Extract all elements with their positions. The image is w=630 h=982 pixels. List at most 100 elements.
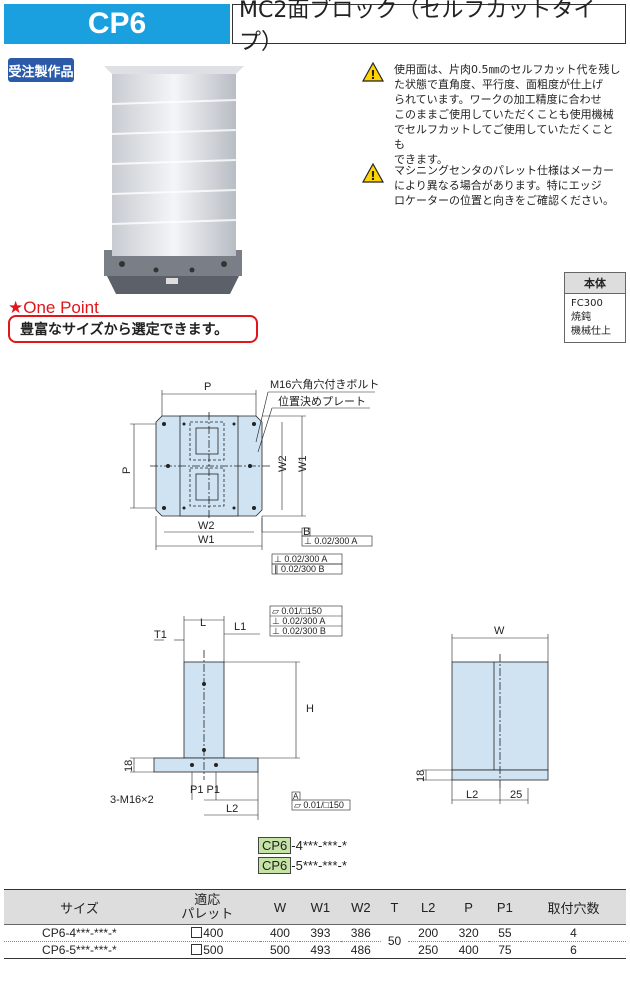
dim-w1-bottom: W1 [198, 534, 215, 546]
front-view-drawing: ▱ 0.01/□150 ⊥ 0.02/300 A ⊥ 0.02/300 B L … [110, 605, 351, 820]
datum-a: A [293, 792, 299, 801]
cell-pallet: 400 [154, 924, 260, 942]
cell: 200 [407, 924, 449, 942]
note-line: このままご使用していただくことも使用機械 [394, 108, 614, 121]
cell: 400 [203, 925, 224, 940]
dim-t1: T1 [154, 629, 167, 641]
caution-icon: ! [362, 62, 384, 82]
tolerance: ⊥ 0.02/300 A [274, 554, 327, 564]
model-prefix: CP6 [258, 837, 292, 854]
note-line: でセルフカットしてご使用していただくことも [394, 123, 614, 151]
material-line: FC300 [571, 298, 603, 309]
col-p: P [448, 889, 489, 925]
dim-p1: P1 P1 [190, 784, 220, 796]
cell: 320 [448, 924, 489, 942]
dim-25: 25 [510, 789, 522, 801]
cell: 486 [340, 941, 382, 959]
dim-l1: L1 [234, 621, 246, 633]
square-icon [191, 943, 203, 955]
one-point-text: 豊富なサイズから選定できます。 [8, 315, 258, 343]
cell: 493 [300, 941, 341, 959]
dim-w: W [494, 625, 505, 637]
cell: CP6-5***-***-* [4, 941, 155, 959]
datum-b: B [303, 526, 310, 538]
table-row: CP6-4***-***-* 400 400 393 386 50 200 32… [4, 924, 626, 959]
caution-icon: ! [362, 163, 384, 183]
material-line: 機械仕上 [571, 326, 611, 337]
svg-text:!: ! [370, 169, 375, 183]
cell-pallet: 500 [154, 941, 260, 959]
table-row: CP6-5***-***-* 500 500 493 486 250 400 7… [4, 941, 626, 959]
dim-w1-right: W1 [297, 456, 309, 473]
product-code: CP6 [4, 4, 230, 44]
cell: 500 [259, 941, 301, 959]
note-line: マシニングセンタのパレット仕様はメーカー [394, 164, 614, 177]
caution-note-2: ! マシニングセンタのパレット仕様はメーカー により異なる場合があります。特にエ… [362, 163, 624, 208]
col-w: W [259, 889, 301, 925]
side-view-drawing: W 18 L2 25 [415, 625, 549, 804]
model-label-4: CP6-4***-***-* [258, 837, 347, 854]
cell: 400 [259, 924, 301, 942]
cell: 6 [520, 941, 626, 959]
note-line: られています。ワークの加工精度に合わせ [394, 93, 602, 106]
made-to-order-badge: 受注製作品 [8, 58, 74, 82]
col-t: T [381, 889, 408, 925]
tolerance: ∥ 0.02/300 B [274, 564, 325, 574]
cell: 50 [381, 924, 408, 959]
cell: 75 [488, 941, 521, 959]
note-line: により異なる場合があります。特にエッジ [394, 179, 602, 192]
one-point-label: ★One Point [8, 298, 99, 317]
dim-w2-right: W2 [277, 456, 289, 473]
cell: 4 [520, 924, 626, 942]
dim-18: 18 [415, 770, 427, 782]
note-line: できます。 [394, 153, 448, 166]
dim-p-top: P [204, 381, 211, 393]
cell: CP6-4***-***-* [4, 924, 155, 942]
col-holes: 取付穴数 [520, 889, 626, 925]
cell: 500 [203, 942, 224, 957]
tolerance: ⊥ 0.02/300 B [272, 626, 326, 636]
col-pallet: 適応 パレット [154, 889, 260, 925]
product-image [104, 66, 244, 294]
spec-table: サイズ 適応 パレット W W1 W2 T L2 P P1 取付穴数 CP6-4… [4, 889, 626, 959]
square-icon [191, 926, 203, 938]
dim-w2-bottom: W2 [198, 520, 215, 532]
col-w1: W1 [300, 889, 341, 925]
col-size: サイズ [4, 889, 155, 925]
dim-l: L [200, 617, 206, 629]
product-title: MC2面ブロック（セルフカットタイプ） [232, 0, 626, 55]
note-line: 使用面は、片肉0.5㎜のセルフカット代を残し [394, 63, 621, 76]
cell: 55 [488, 924, 521, 942]
tolerance: ▱ 0.01/□150 [272, 606, 322, 616]
material-header: 本体 [565, 273, 625, 294]
col-w2: W2 [340, 889, 382, 925]
model-suffix: -5***-***-* [291, 858, 347, 873]
cell: 393 [300, 924, 341, 942]
top-view-drawing: P P W2 W1 W2 W1 M16六角穴付きボルト用 位置決めプレート B … [121, 377, 380, 575]
dim-18: 18 [123, 760, 135, 772]
note-line: た状態で直角度、平行度、面粗度が仕上げ [394, 78, 603, 91]
dim-p-left: P [121, 467, 133, 474]
tolerance: ⊥ 0.02/300 A [272, 616, 325, 626]
dim-h: H [306, 703, 314, 715]
col-l2: L2 [407, 889, 449, 925]
material-line: 焼鈍 [571, 312, 591, 323]
material-box: 本体 FC300 焼鈍 機械仕上 [564, 272, 626, 343]
cell: 386 [340, 924, 382, 942]
screw-callout: 3-M16×2 [110, 794, 154, 806]
callout-bolt: M16六角穴付きボルト用 [270, 377, 380, 391]
note-line: ロケーターの位置と向きをご確認ください。 [394, 194, 614, 207]
model-prefix: CP6 [258, 857, 292, 874]
model-label-5: CP6-5***-***-* [258, 857, 347, 874]
tolerance: ⊥ 0.02/300 A [304, 536, 357, 546]
dim-l2: L2 [226, 803, 238, 815]
cell: 250 [407, 941, 449, 959]
col-p1: P1 [488, 889, 521, 925]
model-suffix: -4***-***-* [291, 838, 347, 853]
cell: 400 [448, 941, 489, 959]
tolerance: ▱ 0.01/□150 [294, 800, 344, 810]
dim-l2: L2 [466, 789, 478, 801]
caution-note-1: ! 使用面は、片肉0.5㎜のセルフカット代を残し た状態で直角度、平行度、面粗度… [362, 62, 624, 167]
callout-plate: 位置決めプレート [278, 394, 366, 408]
svg-text:!: ! [370, 68, 375, 82]
